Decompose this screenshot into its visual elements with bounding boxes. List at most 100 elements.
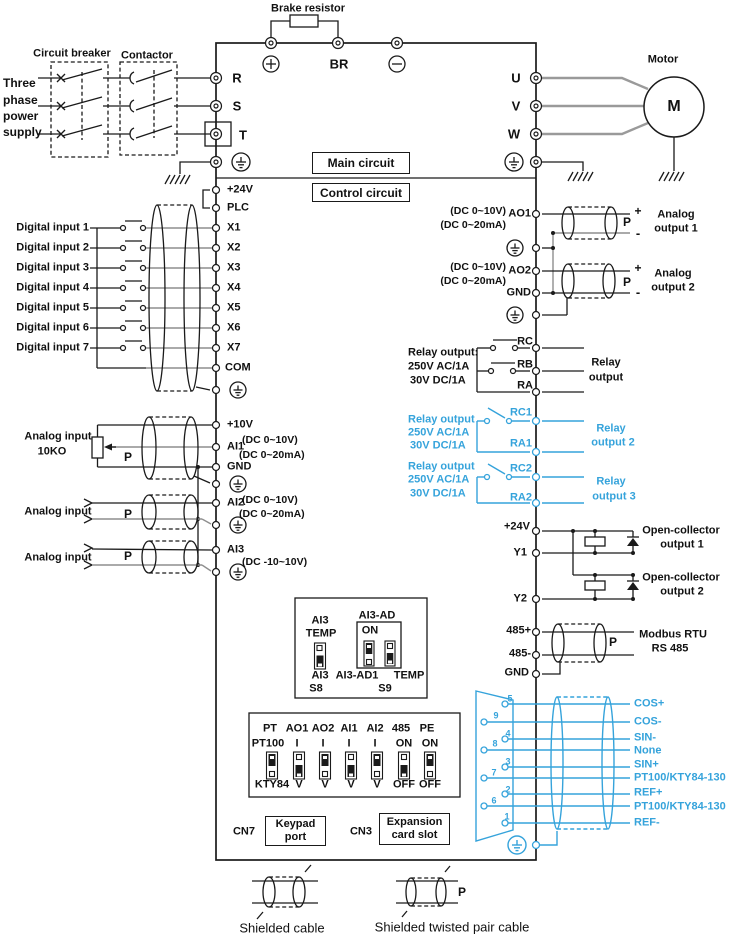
terminal-y2-label: Y2 bbox=[513, 592, 527, 605]
pe-circle-icon bbox=[507, 835, 527, 855]
digital-input-4-label: Digital input 4 bbox=[16, 281, 89, 294]
terminal-gnd-left-label: GND bbox=[227, 460, 252, 473]
db9-signal-ref-plus: REF+ bbox=[634, 786, 663, 799]
expansion-card-slot-box: Expansion card slot bbox=[379, 813, 450, 845]
supply-label-1: Three bbox=[3, 76, 36, 90]
main-circuit-box: Main circuit bbox=[312, 152, 410, 174]
supply-label-4: supply bbox=[3, 125, 42, 139]
relay3-spec-3: 30V DC/1A bbox=[410, 487, 466, 500]
legend-shielded-cable-icon bbox=[252, 864, 318, 920]
dip-config-box bbox=[248, 712, 461, 798]
pe-circle-icon bbox=[506, 306, 524, 324]
legend-p: P bbox=[457, 885, 467, 899]
left-control-terminals bbox=[211, 185, 247, 581]
terminal-x3-label: X3 bbox=[227, 261, 241, 274]
ai1-spec-2: (DC 0~20mA) bbox=[239, 448, 305, 461]
analog-input-1-label: Analog input bbox=[24, 430, 92, 443]
shielded-cable-icon bbox=[551, 623, 607, 663]
dip-switch-ao2 bbox=[318, 751, 332, 780]
open-collector-2-line1: Open-collector bbox=[642, 571, 720, 584]
ground-hatch-icon bbox=[567, 171, 594, 182]
dip-switch-ai2 bbox=[370, 751, 384, 780]
s9-option-1: AI3-AD1 bbox=[335, 669, 379, 682]
pe-circle-icon bbox=[229, 381, 247, 399]
terminal-ra-label: RA bbox=[517, 379, 533, 392]
shielded-cable-icon bbox=[141, 540, 199, 574]
shield-p-485: P bbox=[608, 635, 618, 649]
open-collector-1-line1: Open-collector bbox=[642, 524, 720, 537]
analog-output-1-line2: output 1 bbox=[654, 222, 698, 235]
s8-s9-switch-box bbox=[294, 597, 428, 699]
dip-bottom-off1: OFF bbox=[393, 778, 415, 791]
brake-resistor-circuit bbox=[262, 14, 406, 73]
ai1-spec-1: (DC 0~10V) bbox=[242, 433, 298, 446]
supply-label-2: phase bbox=[3, 93, 38, 107]
db9-signal-cos-minus: COS- bbox=[634, 715, 662, 728]
relay2-spec-1: Relay output bbox=[408, 413, 475, 426]
terminal-s-label: S bbox=[232, 98, 242, 114]
diode-icon bbox=[627, 531, 639, 553]
analog-output-1-line1: Analog bbox=[657, 208, 695, 221]
terminal-485p-label: 485+ bbox=[506, 624, 531, 637]
supply-label-3: power bbox=[3, 109, 39, 123]
dip-top-i2: I bbox=[321, 737, 325, 750]
terminal-ai2-label: AI2 bbox=[227, 496, 245, 509]
terminal-v-label: V bbox=[511, 98, 521, 114]
digital-input-1-label: Digital input 1 bbox=[16, 221, 89, 234]
s8-option-top-1: AI3 bbox=[311, 614, 329, 627]
s8-option-bottom: AI3 bbox=[311, 669, 329, 682]
terminal-w-label: W bbox=[507, 126, 521, 142]
power-input-section bbox=[38, 61, 251, 185]
db9-pin-9: 9 bbox=[493, 710, 499, 721]
shielded-cable-icon bbox=[141, 416, 199, 480]
relay3-spec-2: 250V AC/1A bbox=[408, 473, 470, 486]
terminal-485n-label: 485- bbox=[508, 647, 531, 660]
legend-shielded-cable: Shielded cable bbox=[239, 920, 325, 936]
ai2-spec-2: (DC 0~20mA) bbox=[239, 507, 305, 520]
s8-label: S8 bbox=[309, 682, 323, 695]
relay2-name-line2: output 2 bbox=[591, 436, 635, 449]
dip-switch-pt bbox=[265, 751, 279, 780]
ao2-spec-2: (DC 0~20mA) bbox=[440, 274, 506, 287]
dip-header-ai2: AI2 bbox=[366, 722, 384, 735]
relay1-spec-2: 250V AC/1A bbox=[408, 360, 470, 373]
s9-label: S9 bbox=[378, 682, 392, 695]
keypad-port-box: Keypad port bbox=[265, 816, 326, 846]
s9-title: AI3-AD bbox=[358, 609, 396, 622]
dip-bottom-v4: V bbox=[373, 778, 381, 791]
dip-switch-ao1 bbox=[292, 751, 306, 780]
terminal-ai3-label: AI3 bbox=[227, 543, 245, 556]
minus-terminal-icon bbox=[388, 55, 406, 73]
pe-circle-icon bbox=[229, 563, 247, 581]
shield-p-3: P bbox=[123, 549, 133, 563]
pe-circle-icon bbox=[229, 516, 247, 534]
relay1-spec-3: 30V DC/1A bbox=[410, 374, 466, 387]
relay1-spec-1: Relay output: bbox=[408, 346, 479, 359]
dip-top-i3: I bbox=[347, 737, 351, 750]
relay1-name-line2: output bbox=[588, 371, 624, 384]
s8-switch bbox=[313, 642, 327, 670]
control-circuit-label: Control circuit bbox=[319, 185, 402, 200]
dip-bottom-kty84: KTY84 bbox=[254, 778, 290, 791]
encoder-db9-section bbox=[475, 690, 630, 855]
digital-input-5-label: Digital input 5 bbox=[16, 301, 89, 314]
dip-bottom-v2: V bbox=[321, 778, 329, 791]
db9-signal-sin-minus: SIN- bbox=[634, 731, 656, 744]
relay1-name-line1: Relay bbox=[591, 356, 621, 369]
db9-pin-2: 2 bbox=[505, 784, 511, 795]
ao1-minus: - bbox=[635, 225, 641, 241]
terminal-t-label: T bbox=[239, 127, 247, 143]
relay-output-2 bbox=[476, 407, 584, 457]
shielded-cable-icon bbox=[141, 494, 199, 530]
relay3-name-line1: Relay bbox=[596, 475, 626, 488]
ground-hatch-icon bbox=[658, 171, 685, 182]
db9-pin-3: 3 bbox=[505, 756, 511, 767]
db9-signal-ref-minus: REF- bbox=[634, 816, 660, 829]
legend-twisted-pair: Shielded twisted pair cable bbox=[374, 919, 530, 935]
analog-output-2-line1: Analog bbox=[654, 267, 692, 280]
cn7-label: CN7 bbox=[232, 825, 256, 838]
s8-option-top-2: TEMP bbox=[305, 627, 337, 640]
db9-pin-6: 6 bbox=[491, 795, 497, 806]
dip-top-i1: I bbox=[295, 737, 299, 750]
